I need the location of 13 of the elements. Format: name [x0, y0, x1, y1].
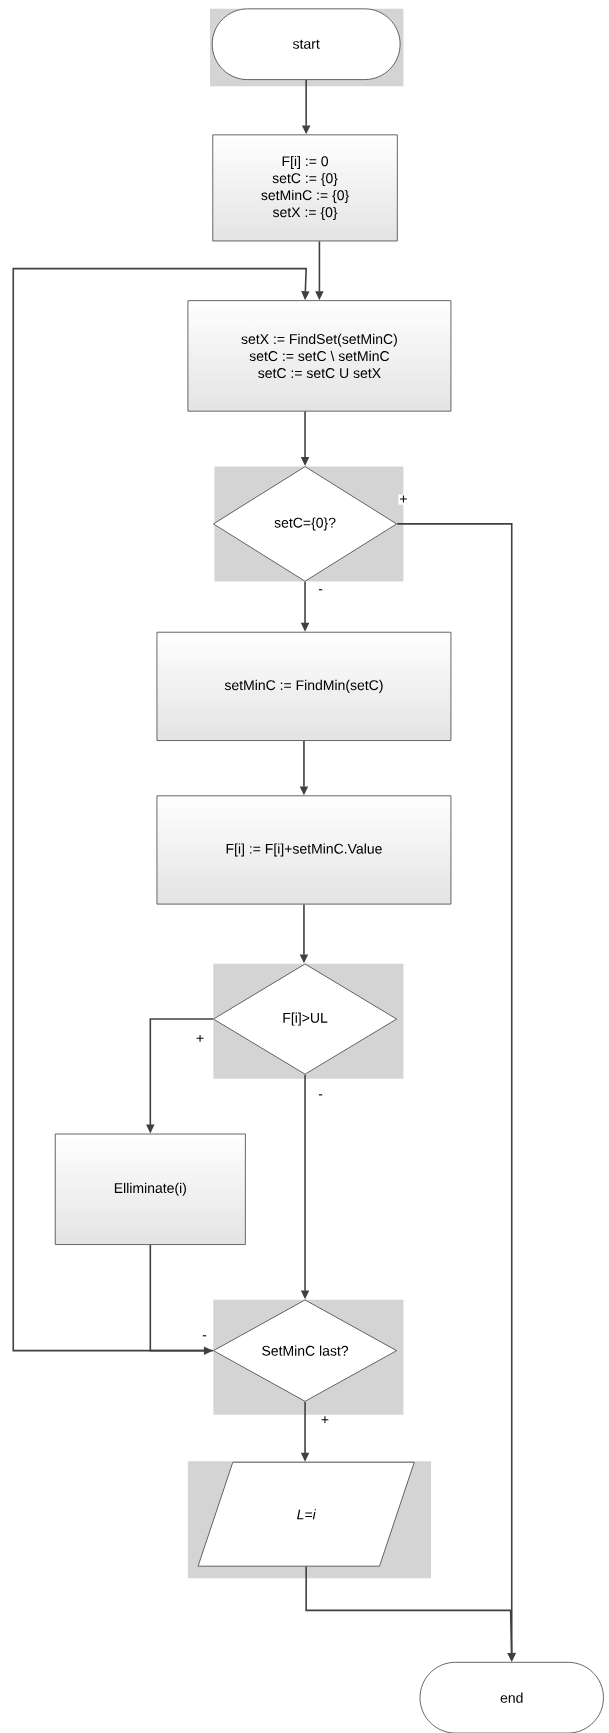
edge-label: +	[194, 1033, 206, 1044]
process-box: setX := FindSet(setMinC) setC := setC \ setMinC setC := setC U setX	[187, 300, 452, 412]
edge-label: +	[398, 494, 409, 505]
process-box: F[i] := F[i]+setMinC.Value	[156, 795, 452, 905]
edge-label: -	[317, 588, 324, 595]
edge-label: +	[319, 1415, 331, 1426]
process-box: F[i] := 0 setC := {0} setMinC := {0} setX := {0}	[212, 134, 398, 242]
edge-label: -	[317, 1093, 324, 1100]
io-parallelogram: L=i	[197, 1461, 415, 1567]
arrow	[12, 267, 310, 1352]
process-box: Elliminate(i)	[54, 1133, 246, 1245]
edge-label: -	[201, 1334, 208, 1341]
process-box: setMinC := FindMin(setC)	[156, 631, 452, 741]
